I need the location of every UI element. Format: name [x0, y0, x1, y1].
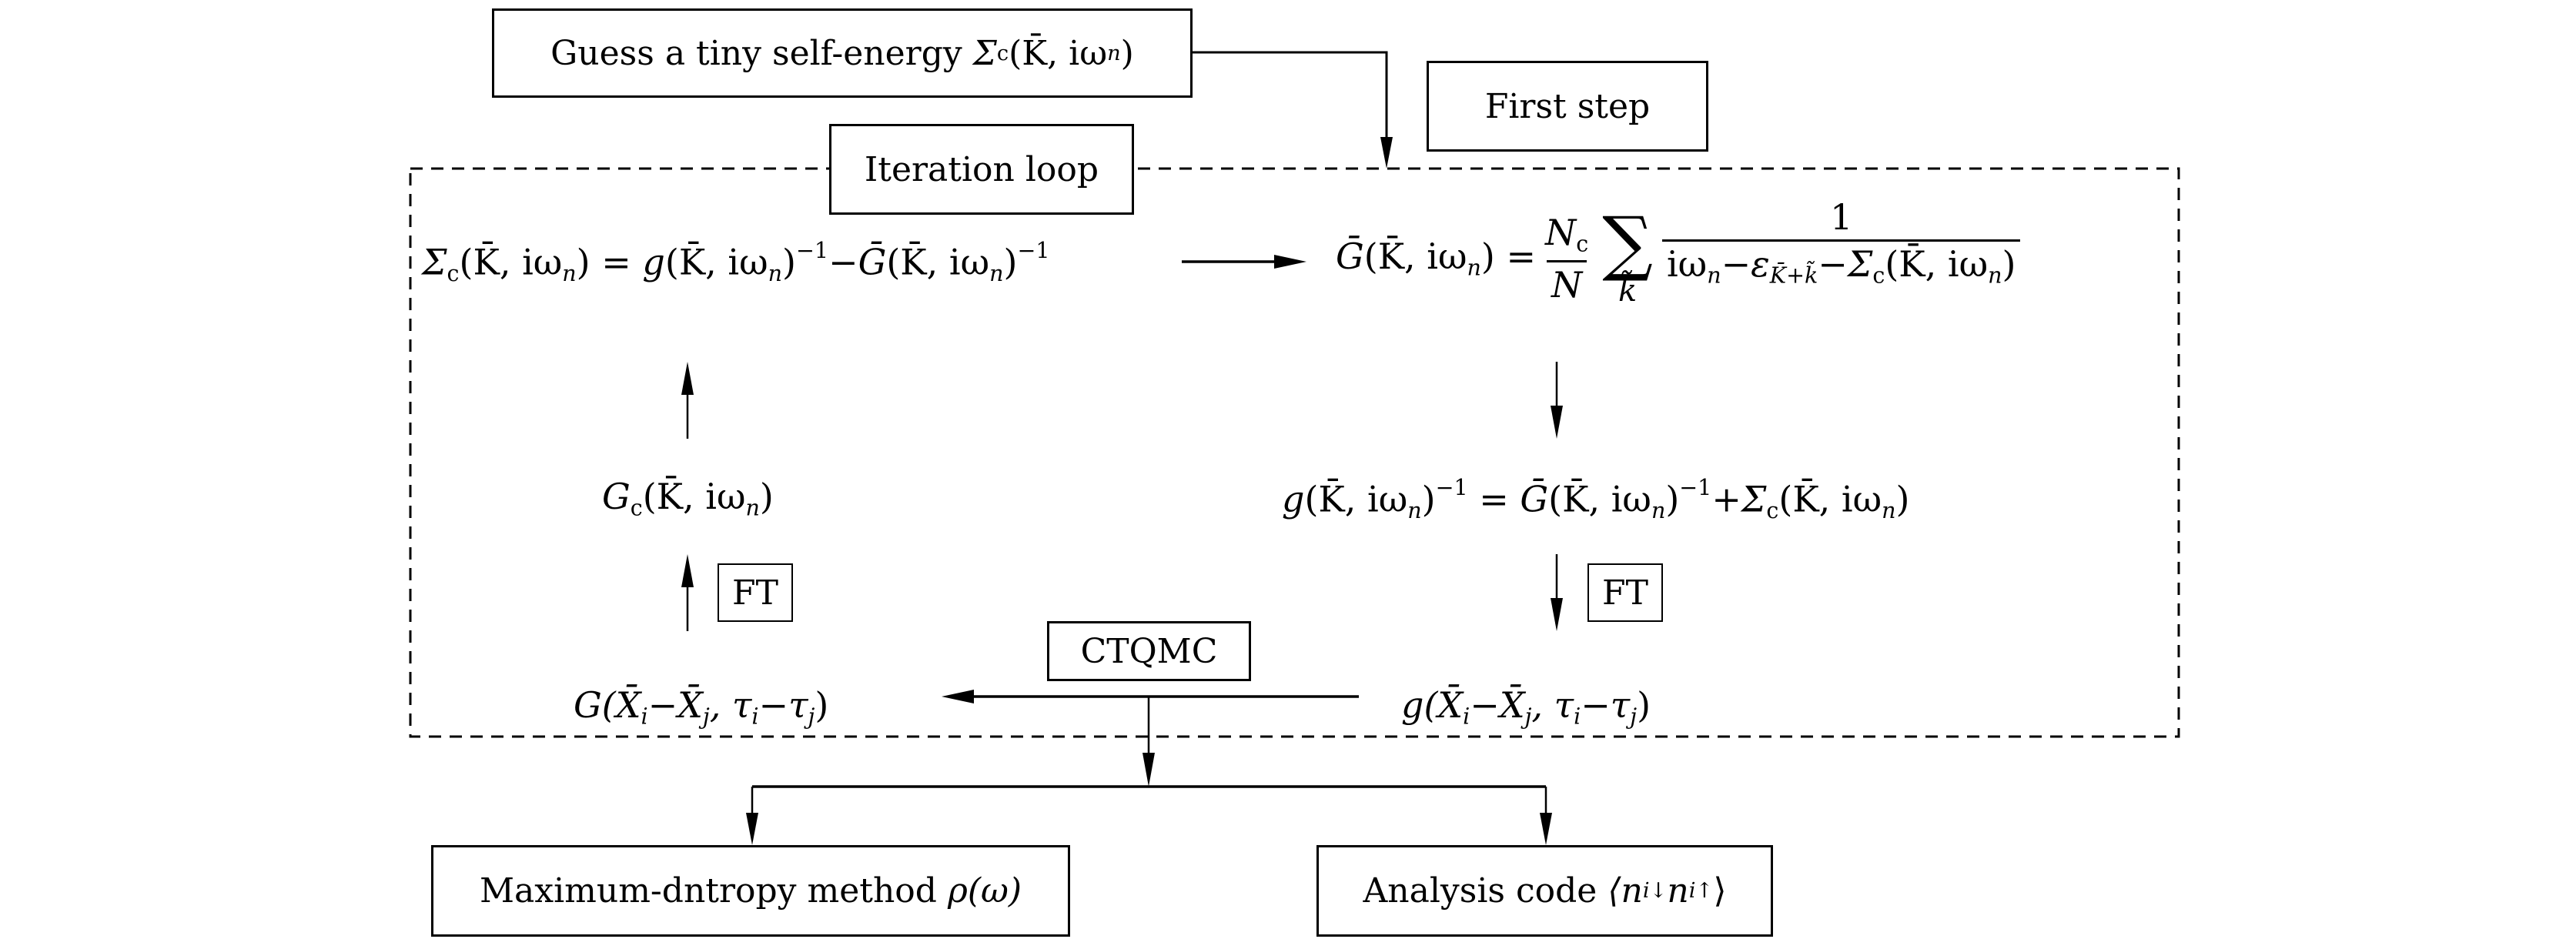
G-tau-equation: G(X̄i−X̄j, τi−τj): [574, 684, 829, 730]
max-entropy-label: Maximum-dntropy method: [479, 871, 937, 911]
ctqmc-box: CTQMC: [1047, 621, 1251, 681]
arrowhead-to-analysis: [1540, 813, 1552, 845]
ft-right-label: FT: [1602, 573, 1648, 613]
max-entropy-box: Maximum-dntropy method ρ(ω): [431, 845, 1070, 937]
arrowhead-to-max-entropy: [746, 813, 758, 845]
arrowhead-gbar-to-ginv: [1551, 406, 1563, 439]
iteration-loop-frame: [409, 167, 2180, 738]
arrowhead-ctqmc-output: [1142, 753, 1155, 787]
connector-guess-to-loop: [1193, 51, 1388, 146]
arrowhead-guess-to-loop: [1380, 137, 1393, 169]
sigma-update-equation: Σc(K̄, iωn) = g(K̄, iωn)−1−Ḡ(K̄, iωn)−1: [422, 238, 1050, 286]
ft-left-label: FT: [732, 573, 778, 613]
gc-cluster-green-function: Gc(K̄, iωn): [602, 476, 774, 521]
arrowhead-gc-to-sigma: [681, 362, 694, 395]
first-step-box: First step: [1427, 61, 1708, 152]
green-function-fraction: 1 iω(K̄, iωn−εK̄+k̃−Σc(K̄, iωn): [1661, 199, 2021, 287]
arrowhead-gtau-to-gc: [681, 554, 694, 587]
g-tau-equation: g(X̄i−X̄j, τi−τj): [1401, 684, 1651, 730]
arrowhead-ginv-to-gtau: [1551, 598, 1563, 631]
arrowhead-ctqmc: [942, 690, 974, 703]
iteration-loop-label: Iteration loop: [864, 149, 1099, 189]
sum-symbol: ∑ k̃: [1602, 202, 1653, 309]
arrowhead-sigma-to-gbar: [1274, 255, 1306, 269]
guess-label: Guess a tiny self-energy: [550, 33, 962, 73]
g-inverse-equation: g(K̄, iωn)−1 = Ḡ(K̄, iωn)−1+Σc(K̄, iωn): [1282, 475, 1910, 523]
ft-left-box: FT: [718, 563, 793, 622]
analysis-label: Analysis code: [1363, 871, 1597, 911]
coarse-grain-equation: Ḡ(K̄, iωn) = Nc N ∑ k̃ 1 iω(K̄, iωn−εK̄+…: [1336, 199, 2025, 309]
ctqmc-label: CTQMC: [1080, 631, 1218, 671]
ft-right-box: FT: [1587, 563, 1663, 622]
nc-over-n-fraction: Nc N: [1545, 212, 1589, 306]
first-step-label: First step: [1484, 86, 1651, 126]
iteration-loop-box: Iteration loop: [829, 124, 1134, 215]
